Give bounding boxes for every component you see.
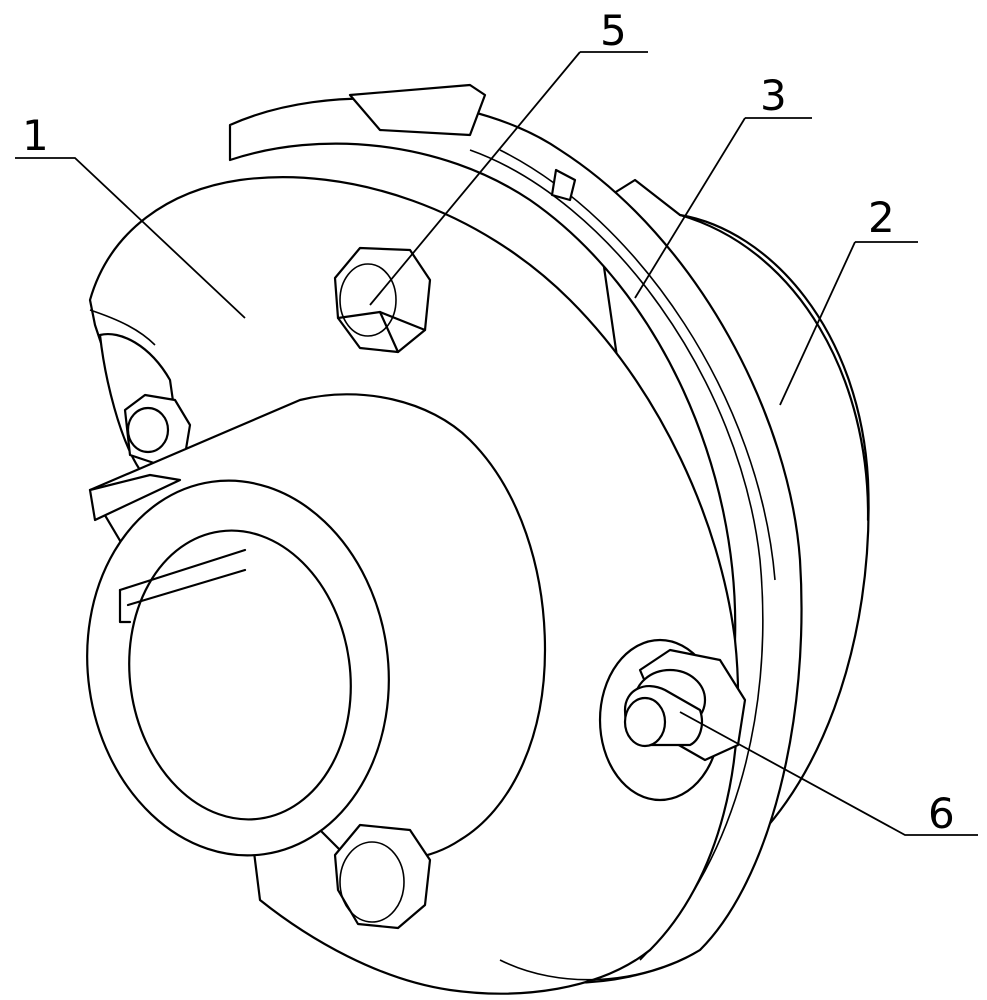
hub-cylinder [86, 393, 547, 862]
middle-ring [228, 97, 803, 984]
rim-bottom [499, 949, 701, 981]
top-bolt [333, 246, 432, 354]
label-part-5: 5 [600, 6, 627, 55]
leader-1 [15, 157, 246, 319]
leader-2-diag [779, 241, 856, 406]
leader-3-diag [634, 117, 746, 299]
bottom-bolt [333, 823, 432, 930]
part-labels: 1 5 3 2 6 [22, 6, 955, 838]
right-nut-stud [598, 638, 747, 802]
label-part-2: 2 [868, 193, 895, 242]
left-bolt [123, 393, 192, 467]
leader-6 [679, 711, 978, 836]
leader-lines [15, 51, 978, 836]
label-part-6: 6 [928, 789, 955, 838]
leader-5-diag [369, 51, 581, 306]
rim-nut-top [348, 83, 577, 202]
label-part-1: 1 [22, 111, 49, 160]
label-part-3: 3 [760, 71, 787, 120]
